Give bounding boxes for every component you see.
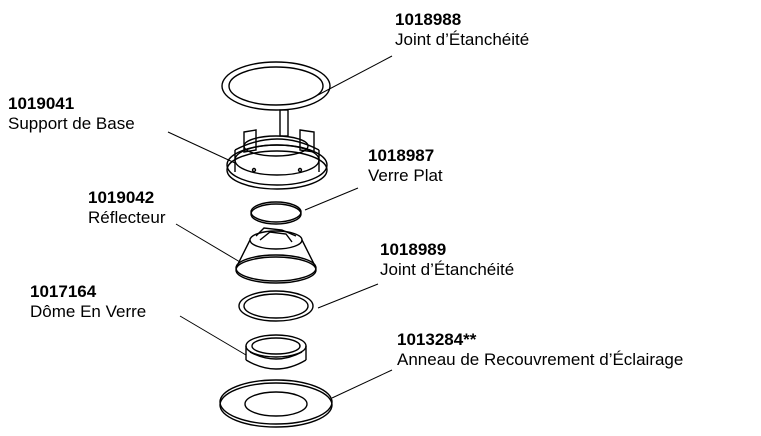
part-number: 1017164: [30, 282, 97, 301]
callout-1017164: 1017164 Dôme En Verre: [30, 282, 146, 322]
part-name: Joint d’Étanchéité: [395, 30, 530, 49]
part-name: Joint d’Étanchéité: [380, 260, 515, 279]
leader-lines: [167, 55, 393, 399]
callout-1018987: 1018987 Verre Plat: [368, 146, 443, 186]
reflector-shape: [235, 227, 317, 284]
trim-ring-shape: [219, 379, 333, 428]
callout-1018988: 1018988 Joint d’Étanchéité: [395, 10, 529, 50]
gasket-middle-shape: [238, 290, 314, 322]
leader-line-1019041: [167, 131, 236, 164]
glass-dome-shape: [245, 334, 307, 370]
gasket-top-shape: [221, 61, 331, 111]
part-number: 1018989: [380, 240, 447, 259]
callout-1018989: 1018989 Joint d’Étanchéité: [380, 240, 514, 280]
part-name: Dôme En Verre: [30, 302, 147, 321]
base-support-shape: [226, 109, 328, 190]
leader-line-1017164: [179, 315, 247, 356]
leader-line-1019042: [175, 223, 241, 263]
part-name: Support de Base: [8, 114, 135, 133]
callout-1019041: 1019041 Support de Base: [8, 94, 135, 134]
callout-1013284: 1013284** Anneau de Recouvrement d’Éclai…: [397, 330, 683, 370]
leader-line-1018987: [304, 187, 359, 211]
part-number: 1018988: [395, 10, 462, 29]
leader-line-1018989: [317, 283, 379, 309]
part-number: 1018987: [368, 146, 435, 165]
leader-line-1013284: [331, 369, 393, 399]
part-number: 1019041: [8, 94, 75, 113]
part-name: Verre Plat: [368, 166, 443, 185]
part-number: 1019042: [88, 188, 155, 207]
part-name: Anneau de Recouvrement d’Éclairage: [397, 350, 684, 369]
callout-1019042: 1019042 Réflecteur: [88, 188, 165, 228]
part-number: 1013284**: [397, 330, 477, 349]
flat-glass-shape: [250, 201, 302, 225]
part-name: Réflecteur: [88, 208, 166, 227]
